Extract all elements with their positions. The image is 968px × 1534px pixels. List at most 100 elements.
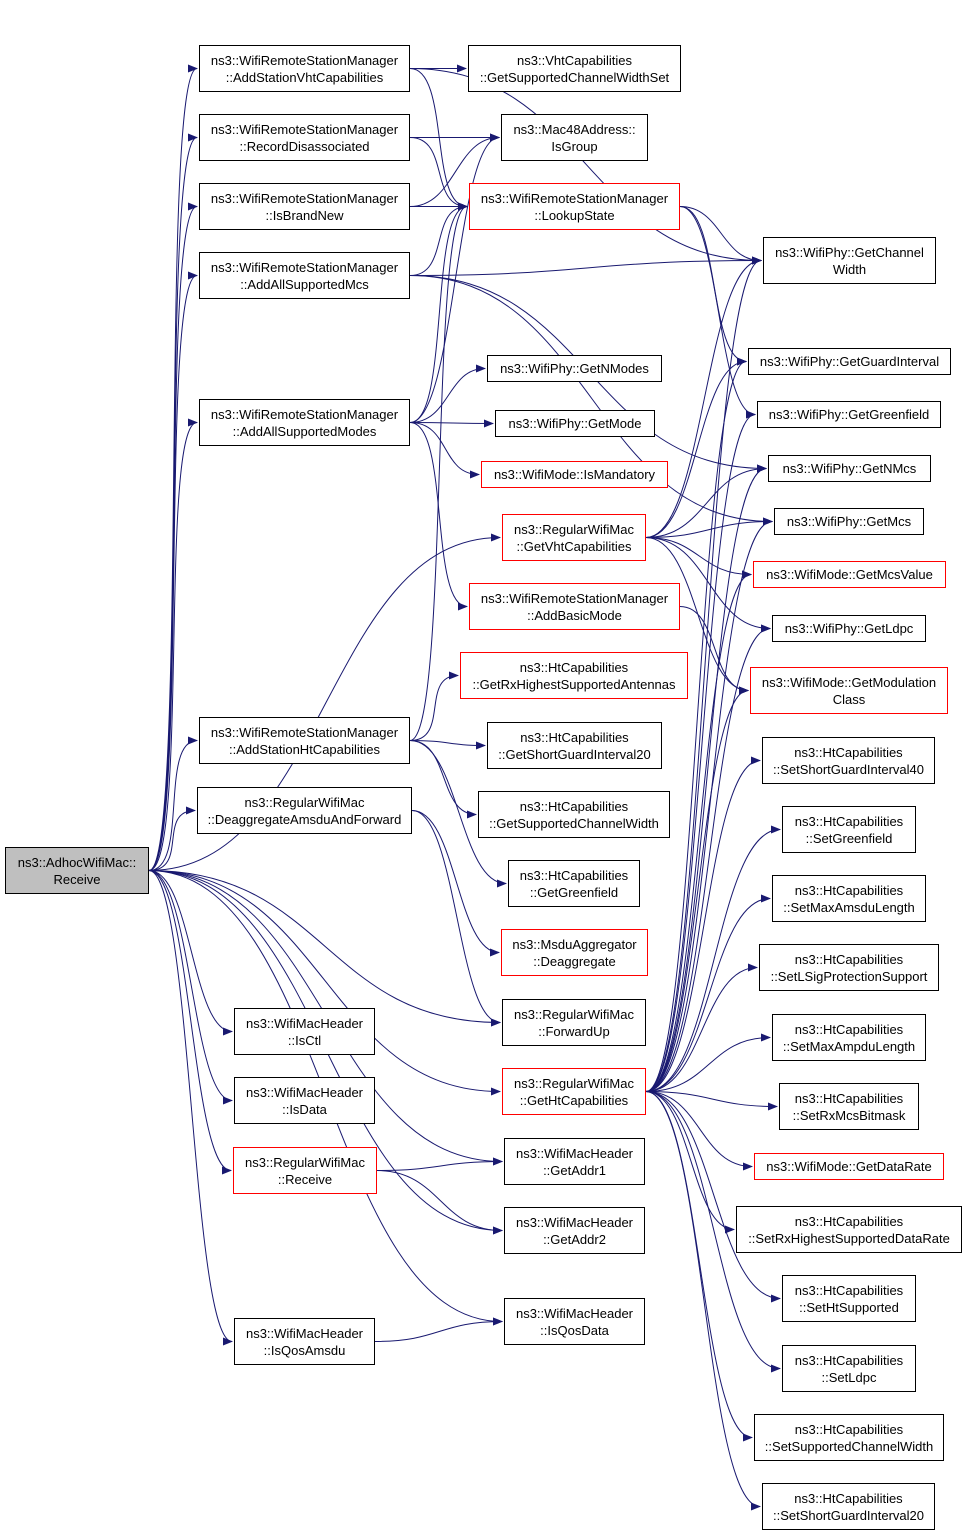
node-label-line: ns3::HtCapabilities: [794, 951, 904, 967]
edge-root-to-addvht: [148, 64, 198, 871]
edge-gethtcap-to-nmcs: [645, 464, 767, 1092]
node-ismand[interactable]: ns3::WifiMode::IsMandatory: [481, 461, 668, 488]
edge-gethtcap-to-gf: [645, 410, 756, 1092]
node-label-line: ns3::RegularWifiMac: [514, 1075, 634, 1091]
node-label-line: ::SetLdpc: [821, 1369, 877, 1385]
node-addr2[interactable]: ns3::WifiMacHeader::GetAddr2: [504, 1207, 645, 1254]
node-srxmcs[interactable]: ns3::HtCapabilities::SetRxMcsBitmask: [779, 1083, 919, 1130]
edge-getvhtcap-to-nmcs: [645, 464, 767, 538]
edge-gethtcap-to-ssgi20: [645, 1091, 761, 1511]
node-label-line: ::GetRxHighestSupportedAntennas: [472, 676, 676, 692]
node-label-line: ns3::WifiRemoteStationManager: [210, 724, 399, 740]
node-recdis[interactable]: ns3::WifiRemoteStationManager::RecordDis…: [199, 114, 410, 161]
node-getrxant[interactable]: ns3::HtCapabilities::GetRxHighestSupport…: [460, 652, 688, 699]
node-label-line: ns3::MsduAggregator: [512, 936, 637, 952]
node-isqosamsdu[interactable]: ns3::WifiMacHeader::IsQosAmsdu: [234, 1318, 375, 1365]
node-label-line: ns3::WifiPhy::GetMcs: [786, 514, 912, 529]
node-datarate[interactable]: ns3::WifiMode::GetDataRate: [754, 1153, 944, 1180]
node-label-line: ns3::RegularWifiMac: [514, 521, 634, 537]
node-label-line: ::GetVhtCapabilities: [516, 538, 632, 554]
node-deagg[interactable]: ns3::RegularWifiMac::DeaggregateAmsduAnd…: [197, 787, 412, 834]
node-gethtcap[interactable]: ns3::RegularWifiMac::GetHtCapabilities: [502, 1068, 646, 1115]
edge-lookup-to-chw: [679, 206, 762, 265]
node-fwdup[interactable]: ns3::RegularWifiMac::ForwardUp: [502, 999, 646, 1046]
node-label-line: ::SetMaxAmpduLength: [782, 1038, 916, 1054]
node-label-line: ::LookupState: [534, 207, 615, 223]
node-label-line: Width: [832, 261, 867, 277]
edge-root-to-isctl: [148, 870, 233, 1036]
node-label-line: ::SetHtSupported: [799, 1299, 899, 1315]
node-addht[interactable]: ns3::WifiRemoteStationManager::AddStatio…: [199, 717, 410, 764]
node-msdu[interactable]: ns3::MsduAggregator::Deaggregate: [501, 929, 648, 976]
node-getvhtcap[interactable]: ns3::RegularWifiMac::GetVhtCapabilities: [502, 514, 646, 561]
node-label-line: ::RecordDisassociated: [239, 138, 370, 154]
node-label-line: ns3::WifiRemoteStationManager: [210, 259, 399, 275]
node-getsgi20[interactable]: ns3::HtCapabilities::GetShortGuardInterv…: [487, 722, 662, 769]
node-getscw[interactable]: ns3::HtCapabilities::GetSupportedChannel…: [478, 791, 670, 838]
edge-addmodes-to-addbasic: [409, 422, 468, 611]
node-getnmodes[interactable]: ns3::WifiPhy::GetNModes: [487, 355, 662, 382]
edge-gethtcap-to-ldpc: [645, 624, 771, 1092]
node-label-line: ::AddAllSupportedMcs: [240, 276, 369, 292]
node-getmode[interactable]: ns3::WifiPhy::GetMode: [495, 410, 655, 437]
edge-gethtcap-to-ssgi40: [645, 756, 761, 1092]
node-label-line: ns3::WifiMacHeader: [515, 1145, 634, 1161]
node-addmodes[interactable]: ns3::WifiRemoteStationManager::AddAllSup…: [199, 399, 410, 446]
node-sgf[interactable]: ns3::HtCapabilities::SetGreenfield: [782, 806, 916, 853]
node-vhtcap[interactable]: ns3::VhtCapabilities::GetSupportedChanne…: [468, 45, 681, 92]
node-label-line: ns3::HtCapabilities: [794, 882, 904, 898]
node-label-line: ::GetGreenfield: [529, 884, 619, 900]
node-isdata[interactable]: ns3::WifiMacHeader::IsData: [234, 1077, 375, 1124]
node-ldpc[interactable]: ns3::WifiPhy::GetLdpc: [772, 615, 926, 642]
edge-gethtcap-to-sgf: [645, 825, 781, 1092]
node-label-line: ns3::WifiMode::GetDataRate: [766, 1159, 932, 1174]
node-label-line: ns3::Mac48Address::: [513, 121, 636, 137]
edge-isbrand-to-isgroup: [409, 133, 500, 207]
node-label-line: ::GetShortGuardInterval20: [498, 746, 651, 762]
node-getgf[interactable]: ns3::HtCapabilities::GetGreenfield: [508, 860, 640, 907]
node-label-line: ns3::WifiRemoteStationManager: [480, 590, 669, 606]
edge-gethtcap-to-srxhigh: [645, 1091, 735, 1234]
node-isctl[interactable]: ns3::WifiMacHeader::IsCtl: [234, 1008, 375, 1055]
node-sscw[interactable]: ns3::HtCapabilities::SetSupportedChannel…: [754, 1414, 944, 1461]
node-label-line: ns3::WifiRemoteStationManager: [210, 121, 399, 137]
node-label-line: ns3::AdhocWifiMac::: [17, 854, 137, 870]
edge-getvhtcap-to-mcs: [645, 517, 773, 538]
edge-root-to-fwdup: [148, 870, 501, 1027]
node-isbrand[interactable]: ns3::WifiRemoteStationManager::IsBrandNe…: [199, 183, 410, 230]
edge-gethtcap-to-gi: [645, 357, 747, 1092]
node-slsig[interactable]: ns3::HtCapabilities::SetLSigProtectionSu…: [759, 944, 939, 991]
node-lookup[interactable]: ns3::WifiRemoteStationManager::LookupSta…: [469, 183, 680, 230]
node-gf[interactable]: ns3::WifiPhy::GetGreenfield: [757, 401, 941, 428]
node-label-line: ns3::HtCapabilities: [519, 798, 629, 814]
node-label-line: ::SetSupportedChannelWidth: [764, 1438, 934, 1454]
node-nmcs[interactable]: ns3::WifiPhy::GetNMcs: [768, 455, 931, 482]
node-gi[interactable]: ns3::WifiPhy::GetGuardInterval: [748, 348, 951, 375]
node-mcsval[interactable]: ns3::WifiMode::GetMcsValue: [753, 561, 946, 588]
node-shtsup[interactable]: ns3::HtCapabilities::SetHtSupported: [782, 1275, 916, 1322]
edge-gethtcap-to-slsig: [645, 963, 758, 1092]
node-label-line: ::AddBasicMode: [527, 607, 622, 623]
node-addvht[interactable]: ns3::WifiRemoteStationManager::AddStatio…: [199, 45, 410, 92]
node-label-line: ns3::WifiPhy::GetGreenfield: [768, 407, 930, 422]
node-label-line: ns3::WifiMacHeader: [515, 1214, 634, 1230]
node-addmcs[interactable]: ns3::WifiRemoteStationManager::AddAllSup…: [199, 252, 410, 299]
node-smaxampdu[interactable]: ns3::HtCapabilities::SetMaxAmpduLength: [772, 1014, 926, 1061]
node-label-line: ns3::WifiPhy::GetGuardInterval: [759, 354, 940, 369]
node-label-line: ns3::HtCapabilities: [520, 729, 629, 745]
node-ssgi20[interactable]: ns3::HtCapabilities::SetShortGuardInterv…: [762, 1483, 935, 1530]
node-isgroup[interactable]: ns3::Mac48Address::IsGroup: [501, 114, 648, 161]
node-rwmrecv[interactable]: ns3::RegularWifiMac::Receive: [233, 1147, 377, 1194]
node-ssgi40[interactable]: ns3::HtCapabilities::SetShortGuardInterv…: [762, 737, 935, 784]
node-sldpc[interactable]: ns3::HtCapabilities::SetLdpc: [782, 1345, 916, 1392]
node-srxhigh[interactable]: ns3::HtCapabilities::SetRxHighestSupport…: [736, 1206, 962, 1253]
node-addr1[interactable]: ns3::WifiMacHeader::GetAddr1: [504, 1138, 645, 1185]
node-label-line: ::Deaggregate: [533, 953, 616, 969]
node-label-line: ns3::HtCapabilities: [794, 744, 903, 760]
node-mcs[interactable]: ns3::WifiPhy::GetMcs: [774, 508, 924, 535]
node-smaxamsdu[interactable]: ns3::HtCapabilities::SetMaxAmsduLength: [772, 875, 926, 922]
node-isqos[interactable]: ns3::WifiMacHeader::IsQosData: [504, 1298, 645, 1345]
node-addbasic[interactable]: ns3::WifiRemoteStationManager::AddBasicM…: [469, 583, 680, 630]
